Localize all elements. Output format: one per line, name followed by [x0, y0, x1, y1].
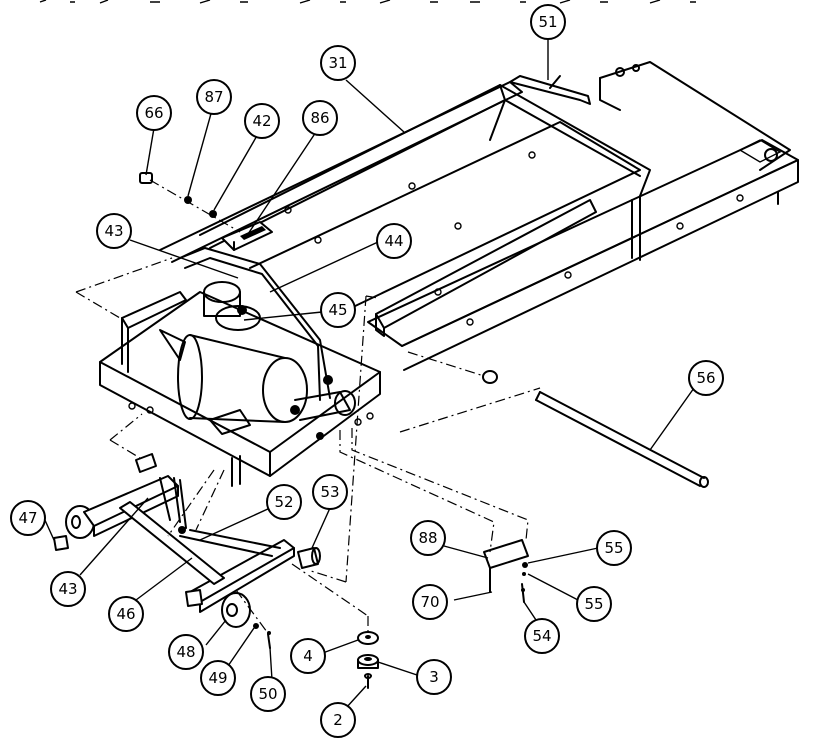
- callout-4-label: 4: [303, 647, 313, 665]
- callout-50: 50: [250, 676, 286, 712]
- bracket-88: [483, 539, 529, 603]
- callout-55-upper: 55: [596, 530, 632, 566]
- callout-45: 45: [320, 292, 356, 328]
- callout-54: 54: [524, 618, 560, 654]
- treadmill-frame: [159, 61, 799, 426]
- callout-53-label: 53: [320, 483, 339, 501]
- assembly-centerlines: [75, 257, 541, 637]
- callout-52: 52: [266, 484, 302, 520]
- rod-56: [535, 391, 709, 488]
- callout-48-label: 48: [176, 643, 195, 661]
- callout-47: 47: [10, 500, 46, 536]
- callout-55-lower: 55: [576, 586, 612, 622]
- foot-assembly: [357, 631, 379, 689]
- callout-42: 42: [244, 103, 280, 139]
- bushing-53: [297, 547, 321, 569]
- callout-88: 88: [410, 520, 446, 556]
- crossbar-44: [375, 199, 597, 384]
- callout-43-upper-label: 43: [104, 222, 123, 240]
- callout-50-label: 50: [258, 685, 277, 703]
- callout-66-label: 66: [144, 104, 163, 122]
- callout-49-label: 49: [208, 669, 227, 687]
- bracket-86: [221, 221, 273, 251]
- callout-51-label: 51: [538, 13, 557, 31]
- callout-44: 44: [376, 223, 412, 259]
- callout-55-lower-label: 55: [584, 595, 603, 613]
- roller-frame-46: [53, 453, 295, 649]
- callout-86: 86: [302, 100, 338, 136]
- callout-70-label: 70: [420, 593, 439, 611]
- callout-45-label: 45: [328, 301, 347, 319]
- callout-86-label: 86: [310, 109, 329, 127]
- callout-43-lower-label: 43: [58, 580, 77, 598]
- callout-52-label: 52: [274, 493, 293, 511]
- callout-43-lower: 43: [50, 571, 86, 607]
- callout-53: 53: [312, 474, 348, 510]
- callout-46-label: 46: [116, 605, 135, 623]
- motor-housing: [99, 247, 381, 487]
- callout-88-label: 88: [418, 529, 437, 547]
- callout-2-label: 2: [333, 711, 343, 729]
- callout-56: 56: [688, 360, 724, 396]
- hardware-66-87-42: [139, 172, 241, 233]
- callout-47-label: 47: [18, 509, 37, 527]
- callout-2: 2: [320, 702, 356, 738]
- callout-87-label: 87: [204, 88, 223, 106]
- callout-43-upper: 43: [96, 213, 132, 249]
- callout-44-label: 44: [384, 232, 403, 250]
- callout-48: 48: [168, 634, 204, 670]
- callout-66: 66: [136, 95, 172, 131]
- cropped-top-marks: [39, 0, 696, 4]
- leader-lines: [43, 38, 695, 709]
- callout-56-label: 56: [696, 369, 715, 387]
- callout-31-label: 31: [328, 54, 347, 72]
- callout-54-label: 54: [532, 627, 551, 645]
- callout-49: 49: [200, 660, 236, 696]
- callout-55-upper-label: 55: [604, 539, 623, 557]
- callout-3-label: 3: [429, 668, 439, 686]
- callout-4: 4: [290, 638, 326, 674]
- callout-42-label: 42: [252, 112, 271, 130]
- callout-51: 51: [530, 4, 566, 40]
- callout-3: 3: [416, 659, 452, 695]
- callout-70: 70: [412, 584, 448, 620]
- callout-46: 46: [108, 596, 144, 632]
- callout-31: 31: [320, 45, 356, 81]
- callout-87: 87: [196, 79, 232, 115]
